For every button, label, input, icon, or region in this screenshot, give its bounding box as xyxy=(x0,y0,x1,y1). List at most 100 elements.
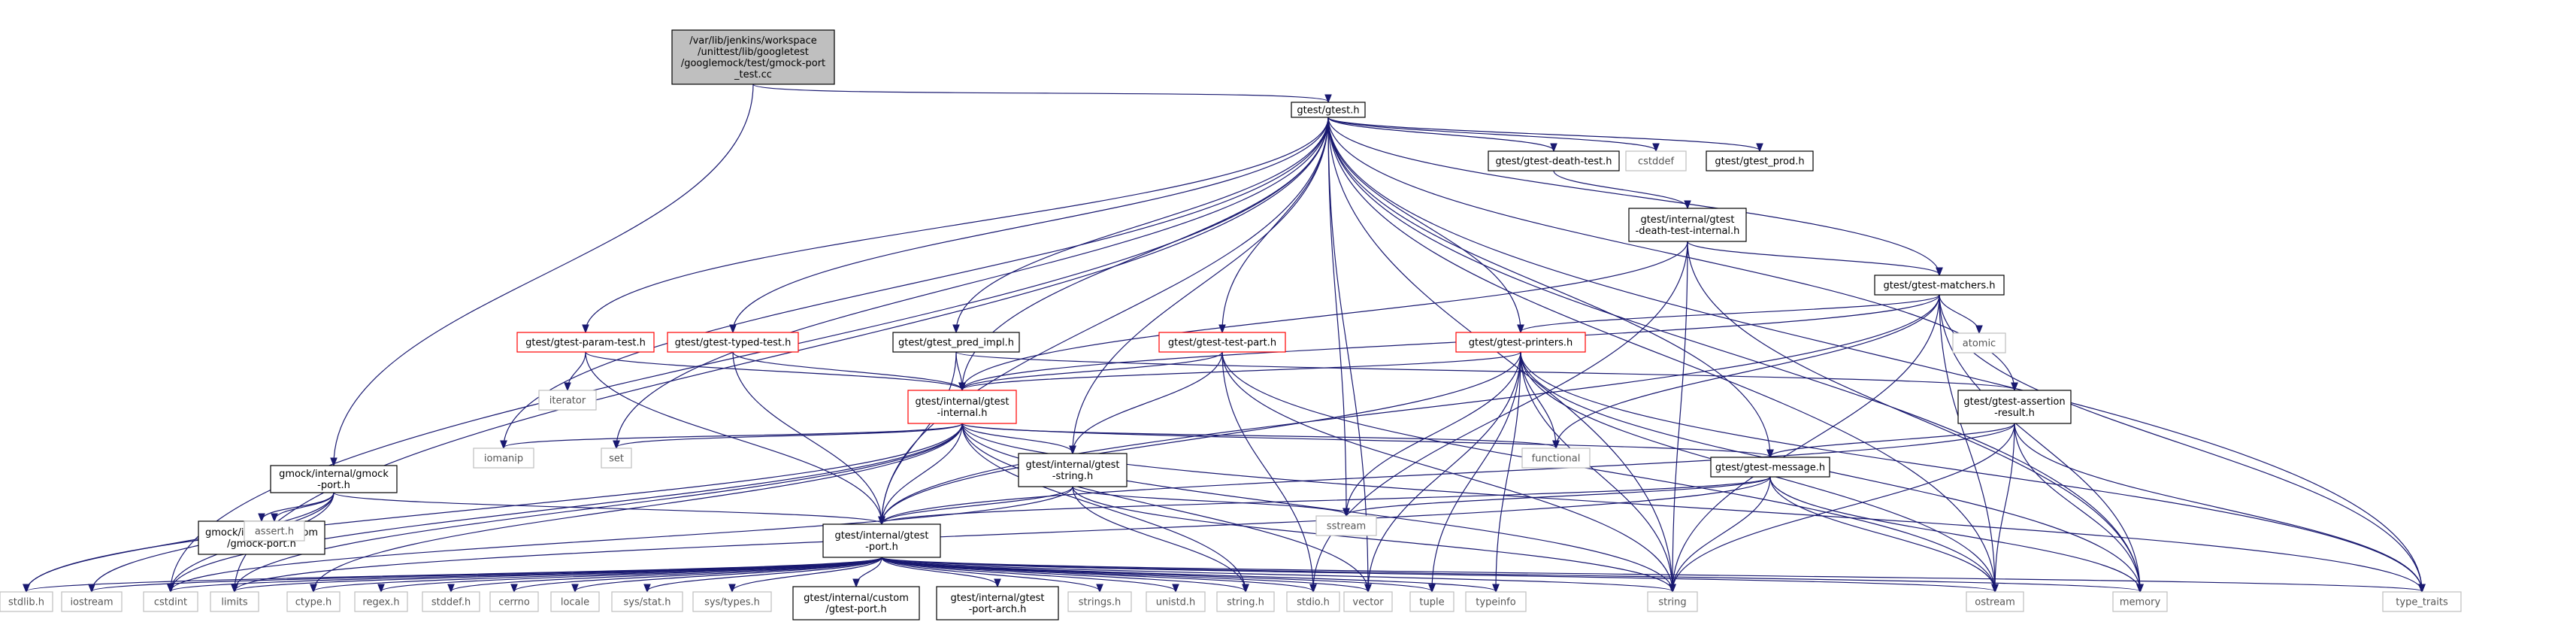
node-label-line: /gtest-port.h xyxy=(825,604,886,615)
node-vector: vector xyxy=(1343,591,1393,612)
edge-path xyxy=(1327,117,1554,150)
node-message[interactable]: gtest/gtest-message.h xyxy=(1710,457,1830,478)
node-layer: /var/lib/jenkins/workspace/unittest/lib/… xyxy=(0,29,2462,620)
edge-path xyxy=(235,476,1771,591)
node-internal-string[interactable]: gtest/internal/gtest-string.h xyxy=(1018,453,1128,487)
node-pred-impl[interactable]: gtest/gtest_pred_impl.h xyxy=(892,332,1020,353)
edge-path xyxy=(882,476,1771,523)
node-box xyxy=(1343,591,1393,612)
node-label-line: /googlemock/test/gmock-port xyxy=(681,58,825,69)
node-box xyxy=(550,591,600,612)
edge-internal_port-to-unistd_h xyxy=(881,557,1176,591)
edge-printers-to-typeinfo xyxy=(1496,351,1521,591)
node-tuple: tuple xyxy=(1409,591,1454,612)
node-label-line: gtest/gtest-assertion xyxy=(1963,396,2065,408)
node-label-line: gtest/gtest-matchers.h xyxy=(1883,281,1995,292)
node-label-line: gtest/internal/gtest xyxy=(950,593,1044,604)
node-box xyxy=(1488,150,1620,171)
edge-gtest_h-to-cstdint xyxy=(171,117,1329,591)
edge-path xyxy=(2014,423,2422,591)
node-box xyxy=(0,591,53,612)
node-label-line: gmock/internal/gmock xyxy=(279,469,389,480)
node-box xyxy=(692,591,772,612)
node-box xyxy=(1158,332,1286,353)
edge-internal_port-to-regex_h xyxy=(381,557,882,591)
edge-path xyxy=(568,351,586,390)
edge-path xyxy=(1939,294,2422,591)
node-internal-h[interactable]: gtest/internal/gtest-internal.h xyxy=(907,390,1017,424)
node-matchers[interactable]: gtest/gtest-matchers.h xyxy=(1874,275,2005,296)
node-box xyxy=(1286,591,1340,612)
edge-printers-to-vector xyxy=(1368,351,1521,591)
edge-path xyxy=(1769,476,2140,591)
node-label-line: typeinfo xyxy=(1476,597,1515,608)
node-string: string xyxy=(1647,591,1698,612)
edge-path xyxy=(1221,351,1313,591)
node-typed-test[interactable]: gtest/gtest-typed-test.h xyxy=(667,332,799,353)
node-port-arch[interactable]: gtest/internal/gtest-port-arch.h xyxy=(936,586,1059,620)
node-gtest-h[interactable]: gtest/gtest.h xyxy=(1291,102,1366,118)
edge-gtest_h-to-type_traits xyxy=(1327,117,2422,591)
node-label-line: gtest/gtest_prod.h xyxy=(1715,156,1804,168)
edge-test_part-to-string xyxy=(1221,351,1672,591)
edge-internal_port-to-ostream xyxy=(881,557,1995,591)
edge-gtest_h-to-vector xyxy=(1327,117,1368,591)
node-test-part[interactable]: gtest/gtest-test-part.h xyxy=(1158,332,1286,353)
node-box xyxy=(1067,591,1132,612)
edge-path xyxy=(1327,117,2422,591)
node-label-line: iterator xyxy=(549,396,586,407)
edge-internal_h-to-limits xyxy=(235,423,963,591)
edge-path xyxy=(956,117,1329,332)
edge-printers-to-functional xyxy=(1520,351,1556,448)
edge-path xyxy=(616,117,1329,448)
node-label-line: ctype.h xyxy=(295,597,332,608)
edge-path xyxy=(586,117,1329,332)
edge-path xyxy=(235,557,882,591)
node-root[interactable]: /var/lib/jenkins/workspace/unittest/lib/… xyxy=(671,29,835,85)
edge-path xyxy=(1346,351,1521,515)
edge-test_part-to-internal_h xyxy=(962,351,1223,390)
edge-path xyxy=(962,241,1688,390)
edge-gtest_h-to-pred_impl xyxy=(956,117,1329,332)
edge-matchers-to-atomic xyxy=(1939,294,1979,332)
node-label-line: gtest/internal/gtest xyxy=(915,396,1009,408)
node-label-line: iomanip xyxy=(484,454,523,465)
edge-path xyxy=(274,492,334,520)
node-printers[interactable]: gtest/gtest-printers.h xyxy=(1455,332,1586,353)
edge-printers-to-string xyxy=(1520,351,1672,591)
node-iostream: iostream xyxy=(61,591,123,612)
node-gmock-internal-port[interactable]: gmock/internal/gmock-port.h xyxy=(270,465,398,493)
node-gtest-prod[interactable]: gtest/gtest_prod.h xyxy=(1706,150,1814,171)
node-death-test-internal[interactable]: gtest/internal/gtest-death-test-internal… xyxy=(1628,208,1747,242)
node-box xyxy=(210,591,259,612)
node-label-line: tuple xyxy=(1419,597,1444,608)
node-label-line: stdlib.h xyxy=(8,597,44,608)
edge-message-to-ostream xyxy=(1769,476,1995,591)
node-label-line: limits xyxy=(221,597,248,608)
node-label-line: /var/lib/jenkins/workspace xyxy=(689,35,817,47)
node-internal-port[interactable]: gtest/internal/gtest-port.h xyxy=(822,523,941,558)
node-label-line: set xyxy=(609,454,624,465)
edge-path xyxy=(882,486,1073,523)
edge-path xyxy=(881,557,1995,591)
node-param-test[interactable]: gtest/gtest-param-test.h xyxy=(516,332,655,353)
node-assertion-result[interactable]: gtest/gtest-assertion-result.h xyxy=(1957,390,2072,424)
node-custom-gtest-port[interactable]: gtest/internal/custom/gtest-port.h xyxy=(792,586,920,620)
node-box xyxy=(907,390,1017,424)
edge-internal_string-to-sstream xyxy=(1072,486,1346,515)
edge-path xyxy=(881,557,2140,591)
edge-path xyxy=(1221,351,1672,591)
edge-path xyxy=(961,423,1368,591)
node-label-line: sys/stat.h xyxy=(624,597,671,608)
edge-printers-to-type_traits xyxy=(1520,351,2422,591)
edge-path xyxy=(1073,117,1329,453)
edge-path xyxy=(1520,351,1672,591)
node-box xyxy=(1216,591,1275,612)
node-box xyxy=(792,586,920,620)
edge-internal_h-to-iomanip xyxy=(504,423,963,448)
edge-internal_h-to-message xyxy=(961,423,1770,457)
node-label-line: gtest/gtest-printers.h xyxy=(1469,338,1573,349)
node-death-test[interactable]: gtest/gtest-death-test.h xyxy=(1488,150,1620,171)
node-locale: locale xyxy=(550,591,600,612)
edge-gtest_h-to-internal_string xyxy=(1073,117,1329,453)
